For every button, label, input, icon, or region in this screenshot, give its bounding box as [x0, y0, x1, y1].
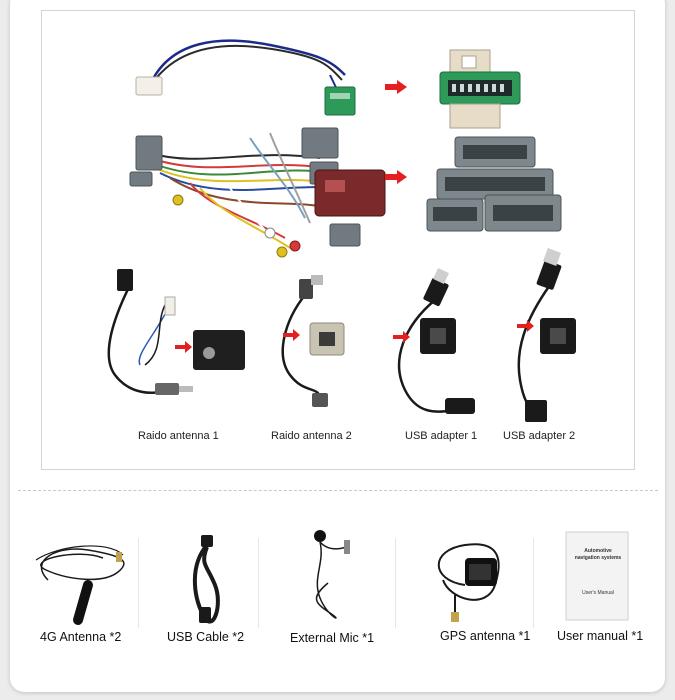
usb-cable-image [192, 535, 220, 624]
column-divider [395, 538, 396, 628]
usb-adapter-2-image [517, 248, 576, 422]
user-manual-image [565, 531, 629, 621]
4g-antenna-label: 4G Antenna *2 [40, 630, 122, 644]
usb-cable-label: USB Cable *2 [167, 630, 245, 644]
4g-antenna-image [35, 545, 125, 625]
external-mic-label: External Mic *1 [290, 631, 375, 645]
manual-title: Automotive navigation systems [574, 548, 622, 561]
manual-subtitle: User's Manual [582, 590, 614, 596]
usb-adapter-2-label: USB adapter 2 [503, 430, 576, 442]
gps-antenna-label: GPS antenna *1 [440, 629, 531, 643]
column-divider [533, 538, 534, 628]
green-connector-image [439, 49, 521, 129]
arrow-icon [385, 170, 407, 184]
usb-adapter-1-label: USB adapter 1 [405, 430, 478, 442]
main-harness-image [129, 127, 386, 259]
column-divider [258, 538, 259, 628]
radio-antenna-2-image [281, 275, 345, 407]
radio-antenna-1-image [107, 269, 245, 395]
gray-connectors-image [426, 136, 562, 232]
usb-adapter-1-image [393, 268, 475, 414]
external-mic-image [314, 530, 350, 619]
radio-antenna-2-label: Raido antenna 2 [271, 430, 352, 442]
arrow-icon [385, 80, 407, 94]
dashed-divider [18, 490, 658, 491]
radio-antenna-1-label: Raido antenna 1 [138, 430, 219, 442]
gps-antenna-image [437, 543, 500, 622]
user-manual-label: User manual *1 [557, 629, 644, 643]
column-divider [138, 538, 139, 628]
small-harness-image [135, 39, 356, 116]
